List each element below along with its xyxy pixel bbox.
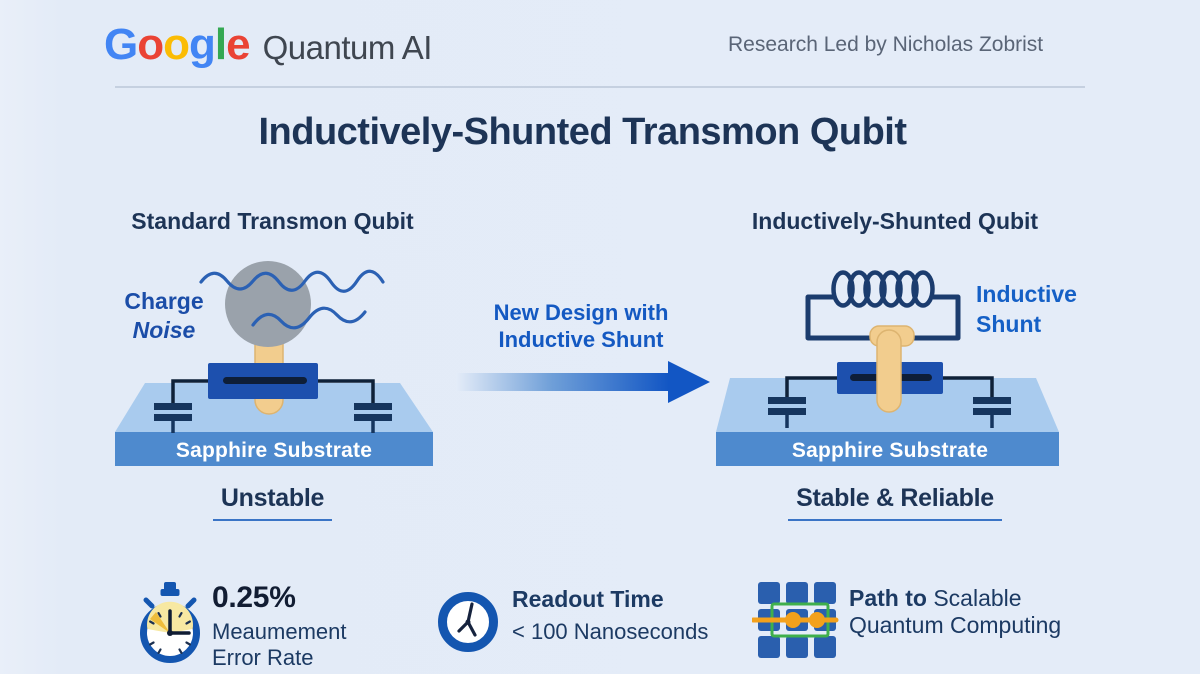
substrate-label: Sapphire Substrate [791, 439, 989, 462]
stat-error-rate: 0.25% Meaumement Error Rate [212, 581, 347, 670]
stopwatch-icon [140, 582, 200, 663]
clock-icon [438, 592, 498, 652]
substrate-front-face [716, 432, 1059, 466]
standard-qubit-diagram [115, 261, 433, 466]
stat-scalability: Path to Scalable Quantum Computing [849, 585, 1062, 638]
circuit-wires [171, 379, 375, 403]
transition-label: New Design with Inductive Shunt [493, 300, 669, 352]
google-logo-word: Google [104, 20, 251, 69]
transition-arrow-icon [456, 361, 710, 403]
qubit-antenna-pad [876, 329, 902, 413]
capacitor-right-icon [354, 403, 392, 433]
logo-suffix: Quantum AI [262, 29, 433, 66]
research-byline: Research Led by Nicholas Zobrist [728, 33, 1044, 56]
right-panel-heading: Inductively-Shunted Qubit [751, 208, 1039, 234]
junction-bar [223, 377, 307, 384]
capacitor-left-icon [154, 403, 192, 433]
right-status: Stable & Reliable [715, 484, 1075, 521]
header-logo: Google Quantum AI [104, 20, 432, 70]
status-unstable: Unstable [212, 484, 333, 521]
substrate-label: Sapphire Substrate [175, 439, 373, 462]
substrate-front-face [115, 432, 433, 466]
page-title: Inductively-Shunted Transmon Qubit [258, 111, 907, 153]
left-panel-heading: Standard Transmon Qubit [131, 208, 414, 234]
header-divider [115, 86, 1085, 88]
capacitor-right-icon [973, 397, 1011, 428]
charge-noise-label: Charge Noise [124, 288, 204, 343]
status-stable: Stable & Reliable [788, 484, 1002, 521]
quantum-chip-icon [752, 582, 839, 658]
circuit-wires [785, 376, 994, 397]
stat-value: 0.25% [212, 581, 296, 614]
noise-wave-icon [251, 306, 367, 330]
capacitor-left-icon [768, 397, 806, 428]
inductor-coil-icon [831, 270, 935, 308]
inductive-shunt-label: Inductive Shunt [976, 281, 1077, 337]
stat-readout-time: Readout Time < 100 Nanoseconds [512, 586, 709, 644]
left-status: Unstable [105, 484, 440, 521]
shunted-qubit-diagram [716, 270, 1059, 466]
noise-wave-icon [199, 269, 385, 293]
